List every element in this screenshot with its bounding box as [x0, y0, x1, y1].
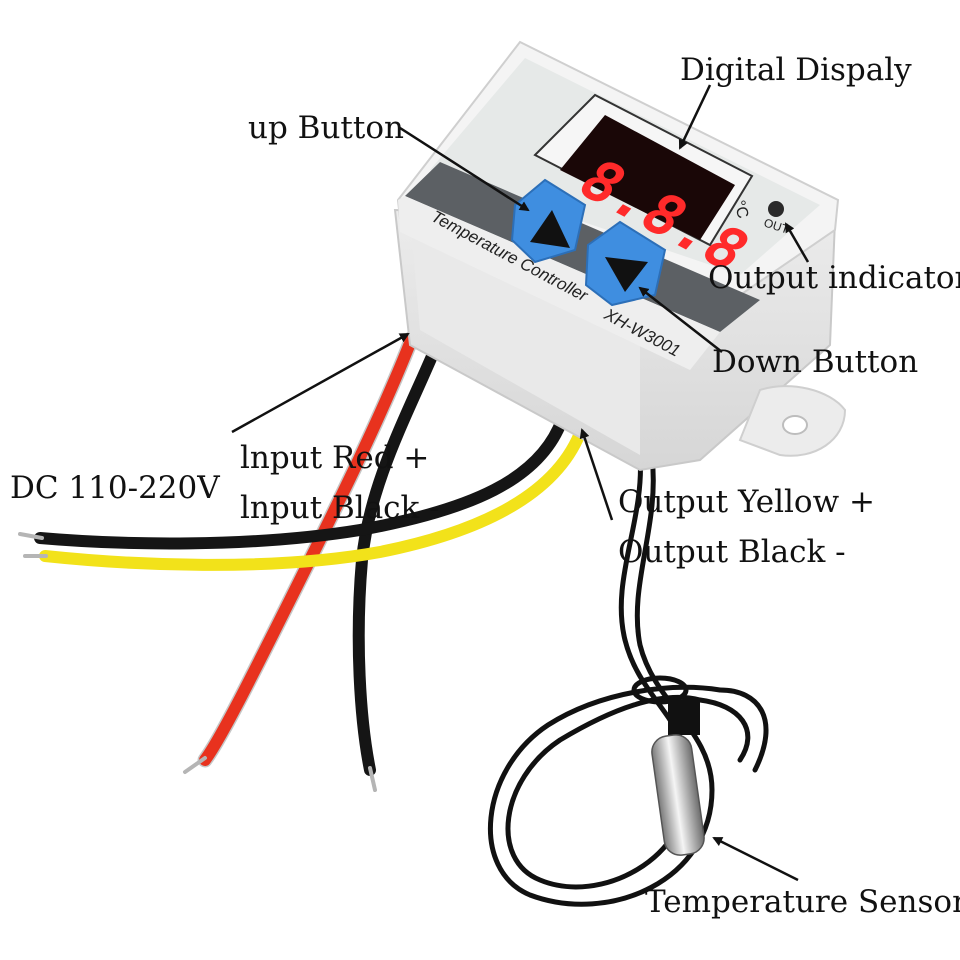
wire-tips — [18, 532, 377, 792]
wire-output-black — [34, 414, 568, 550]
label-digital-display: Digital Dispaly — [680, 52, 912, 88]
callout-arrows — [231, 84, 810, 882]
label-input-red: lnput Red + — [240, 440, 429, 476]
unit-label: °C — [730, 199, 751, 221]
down-arrow-icon — [605, 257, 648, 292]
wires — [34, 330, 588, 776]
label-output-indicator: Output indicator — [708, 260, 960, 296]
label-down-button: Down Button — [712, 344, 918, 380]
up-arrow-icon — [530, 210, 570, 248]
wire-output-yellow — [39, 422, 588, 571]
temperature-probe — [651, 700, 705, 856]
label-temperature-sensor: Temperature Sensor — [645, 884, 960, 920]
up-button[interactable] — [510, 178, 587, 264]
label-input-black: lnput Black - — [240, 490, 440, 526]
sensor-cable — [487, 452, 769, 907]
label-output-black: Output Black - — [618, 534, 846, 570]
output-indicator-led — [768, 201, 784, 217]
label-dc-voltage: DC 110-220V — [10, 470, 220, 506]
label-output-yellow: Output Yellow + — [618, 484, 875, 520]
cable-tie — [631, 675, 689, 705]
mounting-hole — [782, 415, 808, 435]
down-button[interactable] — [584, 220, 667, 307]
controller-housing — [393, 40, 847, 472]
label-up-button: up Button — [248, 110, 404, 146]
